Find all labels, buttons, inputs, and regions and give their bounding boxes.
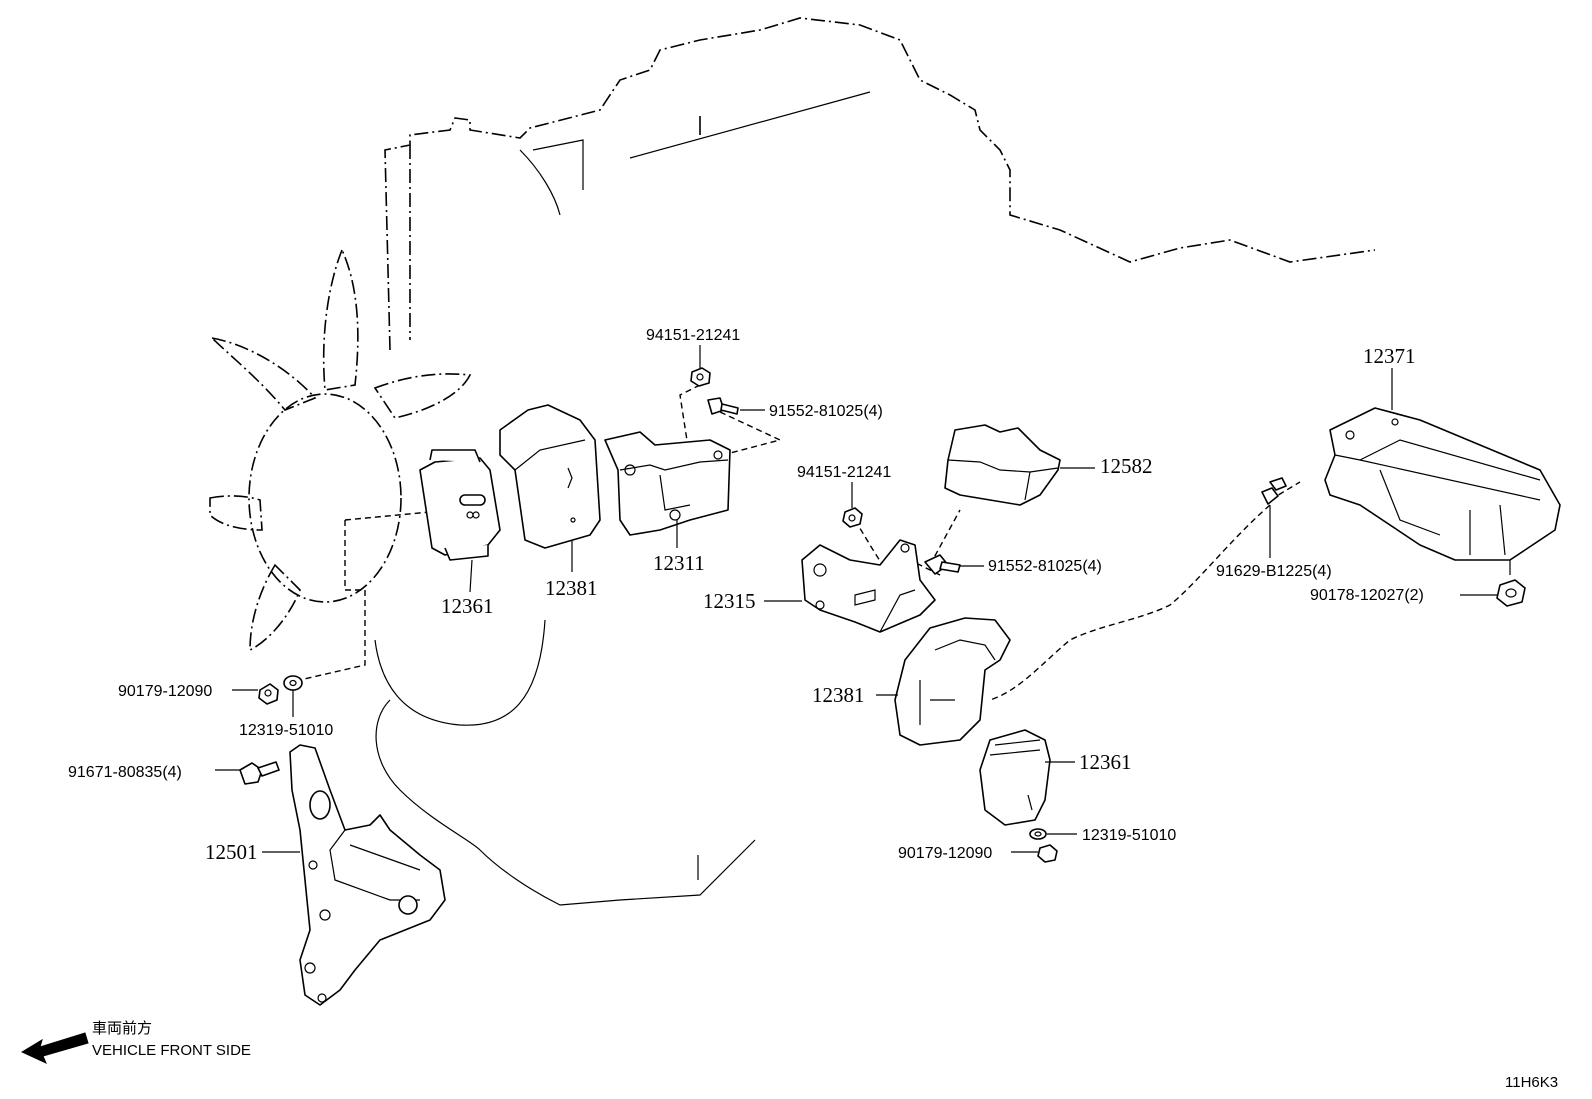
figure-code: 11H6K3 — [1505, 1074, 1558, 1091]
label-12371[interactable]: 12371 — [1363, 344, 1416, 368]
vehicle-front-indicator: 車両前方 VEHICLE FRONT SIDE — [20, 1020, 251, 1064]
direction-label-en: VEHICLE FRONT SIDE — [92, 1042, 251, 1059]
rear-engine-mount-member[interactable] — [1324, 407, 1561, 575]
label-12361-left[interactable]: 12361 — [441, 594, 494, 618]
rear-mount-bracket[interactable] — [801, 539, 936, 633]
label-94151-upper[interactable]: 94151-21241 — [646, 327, 740, 344]
engine-mount-insulator-left[interactable] — [419, 449, 501, 561]
label-12319-left[interactable]: 12319-51010 — [239, 722, 333, 739]
engine-mounting-bracket[interactable] — [289, 744, 446, 1006]
nut-left[interactable] — [258, 683, 279, 705]
label-12582[interactable]: 12582 — [1100, 454, 1153, 478]
label-12501[interactable]: 12501 — [205, 840, 258, 864]
label-91552-upper[interactable]: 91552-81025(4) — [769, 403, 883, 420]
heat-insulator-left[interactable] — [499, 404, 601, 549]
label-12381-left[interactable]: 12381 — [545, 576, 598, 600]
direction-label-jp: 車両前方 — [92, 1020, 152, 1037]
engine-mount-insulator-right[interactable] — [979, 729, 1051, 826]
nut-rear-member[interactable] — [1496, 579, 1526, 607]
bolt-middle[interactable] — [924, 554, 961, 575]
washer-right[interactable] — [1029, 828, 1047, 840]
heat-insulator-right[interactable] — [894, 617, 1011, 746]
engine-mount-stopper[interactable] — [944, 424, 1061, 506]
label-94151-mid[interactable]: 94151-21241 — [797, 464, 891, 481]
washer-left[interactable] — [283, 675, 303, 691]
flange-nut-upper[interactable] — [690, 367, 711, 387]
front-direction-arrow-icon — [20, 1032, 89, 1064]
flange-nut-middle[interactable] — [842, 507, 863, 528]
label-12319-right[interactable]: 12319-51010 — [1082, 827, 1176, 844]
bolt-bracket[interactable] — [239, 761, 280, 785]
front-mount-bracket[interactable] — [604, 431, 731, 536]
label-12381-right[interactable]: 12381 — [812, 683, 865, 707]
nut-right[interactable] — [1037, 844, 1058, 863]
label-90179-right[interactable]: 90179-12090 — [898, 845, 992, 862]
cooling-fan-ghost — [209, 247, 472, 652]
label-91629[interactable]: 91629-B1225(4) — [1216, 563, 1332, 580]
part-number-labels: 94151-21241 91552-81025(4) 12361 12381 1… — [68, 327, 1424, 864]
label-90179-left[interactable]: 90179-12090 — [118, 683, 212, 700]
label-12315[interactable]: 12315 — [703, 589, 756, 613]
label-91552-mid[interactable]: 91552-81025(4) — [988, 558, 1102, 575]
label-12361-right[interactable]: 12361 — [1079, 750, 1132, 774]
label-90178[interactable]: 90178-12027(2) — [1310, 587, 1424, 604]
label-12311[interactable]: 12311 — [653, 551, 705, 575]
bolt-upper[interactable] — [707, 397, 739, 415]
engine-ghost-outline — [374, 17, 1376, 906]
bolt-rear-member[interactable] — [1261, 477, 1287, 505]
label-91671[interactable]: 91671-80835(4) — [68, 764, 182, 781]
label-leaders — [215, 345, 1497, 853]
